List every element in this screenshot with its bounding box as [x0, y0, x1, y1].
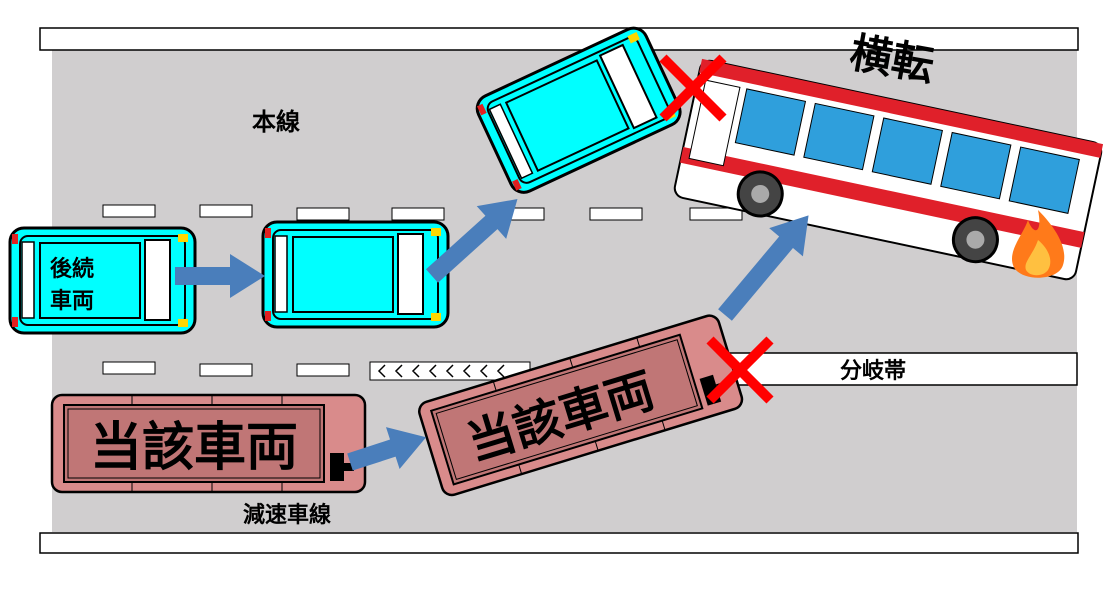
arrow-icon [425, 199, 518, 283]
arrow-icon [347, 427, 427, 471]
overturned-bus [673, 58, 1103, 281]
top-barrier [39, 27, 1079, 51]
gore-area-label: 分岐帯 [840, 358, 906, 384]
following-vehicle-moved [261, 220, 450, 329]
main-line-label: 本線 [252, 108, 300, 136]
lane-markings [102, 204, 831, 377]
arrow-icon [718, 215, 809, 321]
arrow-icon [175, 254, 265, 298]
subject-vehicle: 当該車両 [50, 393, 367, 494]
deceleration-lane-label: 減速車線 [243, 502, 331, 528]
subject-vehicle-label: 当該車両 [90, 418, 298, 478]
following-vehicle: 後続 車両 [8, 226, 197, 335]
fire-icon [1011, 210, 1065, 278]
bottom-barrier [39, 532, 1079, 554]
following-vehicle-label-1: 後続 [50, 256, 94, 282]
movement-arrows [175, 199, 809, 471]
following-vehicle-label-2: 車両 [50, 289, 94, 314]
gore-area [729, 352, 1078, 386]
